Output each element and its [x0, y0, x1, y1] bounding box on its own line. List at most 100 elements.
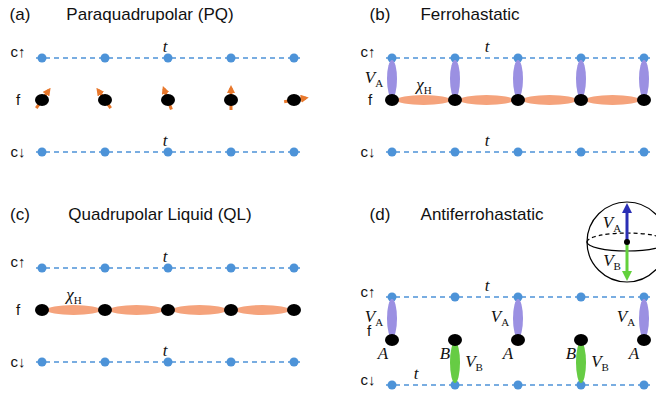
conduction-site	[640, 148, 649, 157]
hybridization-bond	[450, 60, 460, 98]
bloch-sphere	[587, 202, 656, 282]
hybridization-label: VB	[465, 353, 483, 373]
f-site	[98, 94, 112, 106]
hastatic-bond	[173, 305, 227, 315]
orbital-label: c↓	[11, 354, 26, 371]
coupling-label: χH	[66, 286, 81, 306]
orbital-label: c↑	[11, 254, 26, 271]
orbital-label: c↑	[361, 44, 376, 61]
conduction-site	[101, 358, 110, 367]
sublattice-label: A	[629, 345, 639, 364]
panel-letter: (b)	[370, 6, 391, 25]
conduction-site	[38, 264, 47, 273]
conduction-site	[640, 381, 649, 390]
vb-arrow	[626, 242, 629, 277]
subscript: A	[375, 316, 383, 328]
hybridization-label: VB	[591, 353, 609, 373]
conduction-site	[101, 148, 110, 157]
f-site	[161, 304, 175, 316]
hastatic-bond	[236, 305, 290, 315]
hybridization-bond	[387, 60, 397, 98]
hopping-label: t	[485, 132, 490, 151]
sphere-label: VB	[603, 252, 621, 272]
va-arrow	[626, 207, 629, 242]
conduction-site	[388, 381, 397, 390]
subscript: A	[613, 222, 621, 234]
conduction-site	[388, 148, 397, 157]
sublattice-label: A	[503, 345, 513, 364]
hopping-label: t	[163, 38, 168, 57]
conduction-site	[101, 264, 110, 273]
hybridization-label: VA	[365, 69, 383, 89]
hopping-label: t	[414, 365, 419, 384]
sphere-equator-back	[587, 233, 656, 242]
conduction-site	[577, 148, 586, 157]
conduction-site	[227, 264, 236, 273]
f-site	[574, 94, 588, 106]
hastatic-bond	[586, 95, 640, 105]
sphere-equator	[587, 242, 656, 251]
hastatic-bond	[47, 305, 101, 315]
panel-title: Paraquadrupolar (PQ)	[66, 6, 233, 25]
sublattice-label: B	[440, 345, 450, 364]
conduction-site	[577, 293, 586, 302]
hybridization-bond	[387, 299, 397, 338]
sphere-label: VA	[603, 214, 621, 234]
orbital-label: c↑	[361, 284, 376, 301]
conduction-site	[227, 148, 236, 157]
hastatic-bond	[460, 95, 514, 105]
f-site	[35, 94, 49, 106]
f-site	[224, 304, 238, 316]
hybridization-label: VA	[617, 308, 635, 328]
f-site	[637, 94, 651, 106]
hopping-label: t	[485, 38, 490, 57]
orbital-label: c↓	[11, 144, 26, 161]
conduction-site	[290, 358, 299, 367]
subscript: A	[375, 77, 383, 89]
f-site	[511, 94, 525, 106]
conduction-site	[514, 381, 523, 390]
conduction-site	[290, 264, 299, 273]
panel-title: Antiferrohastatic	[421, 206, 544, 225]
orbital-label: c↓	[361, 372, 376, 389]
subscript: B	[476, 361, 483, 373]
subscript: A	[627, 316, 635, 328]
hybridization-bond	[513, 299, 523, 338]
panel-letter: (a)	[10, 6, 31, 25]
panel-title: Ferrohastatic	[420, 6, 519, 25]
orbital-label: f	[16, 302, 20, 319]
orbital-label: f	[16, 92, 20, 109]
f-site	[448, 94, 462, 106]
subscript: B	[602, 361, 609, 373]
sublattice-label: A	[378, 345, 388, 364]
conduction-site	[38, 54, 47, 63]
f-site	[385, 94, 399, 106]
conduction-site	[290, 148, 299, 157]
f-site	[161, 94, 175, 106]
sublattice-label: B	[566, 345, 576, 364]
hopping-label: t	[163, 132, 168, 151]
hybridization-bond	[639, 299, 649, 338]
conduction-site	[227, 54, 236, 63]
conduction-site	[38, 358, 47, 367]
subscript: H	[74, 294, 82, 306]
conduction-site	[227, 358, 236, 367]
orbital-label: f	[368, 92, 372, 109]
subscript: H	[424, 84, 432, 96]
conduction-site	[38, 148, 47, 157]
hopping-label: t	[163, 342, 168, 361]
f-site	[224, 94, 238, 106]
panel-letter: (d)	[370, 206, 391, 225]
subscript: A	[501, 316, 509, 328]
sphere-center	[624, 239, 630, 245]
hopping-label: t	[485, 277, 490, 296]
orbital-label: f	[367, 323, 371, 340]
f-site	[287, 94, 301, 106]
conduction-site	[451, 148, 460, 157]
panel-title: Quadrupolar Liquid (QL)	[68, 206, 251, 225]
conduction-site	[290, 54, 299, 63]
conduction-site	[514, 148, 523, 157]
f-site	[287, 304, 301, 316]
subscript: B	[614, 260, 621, 272]
